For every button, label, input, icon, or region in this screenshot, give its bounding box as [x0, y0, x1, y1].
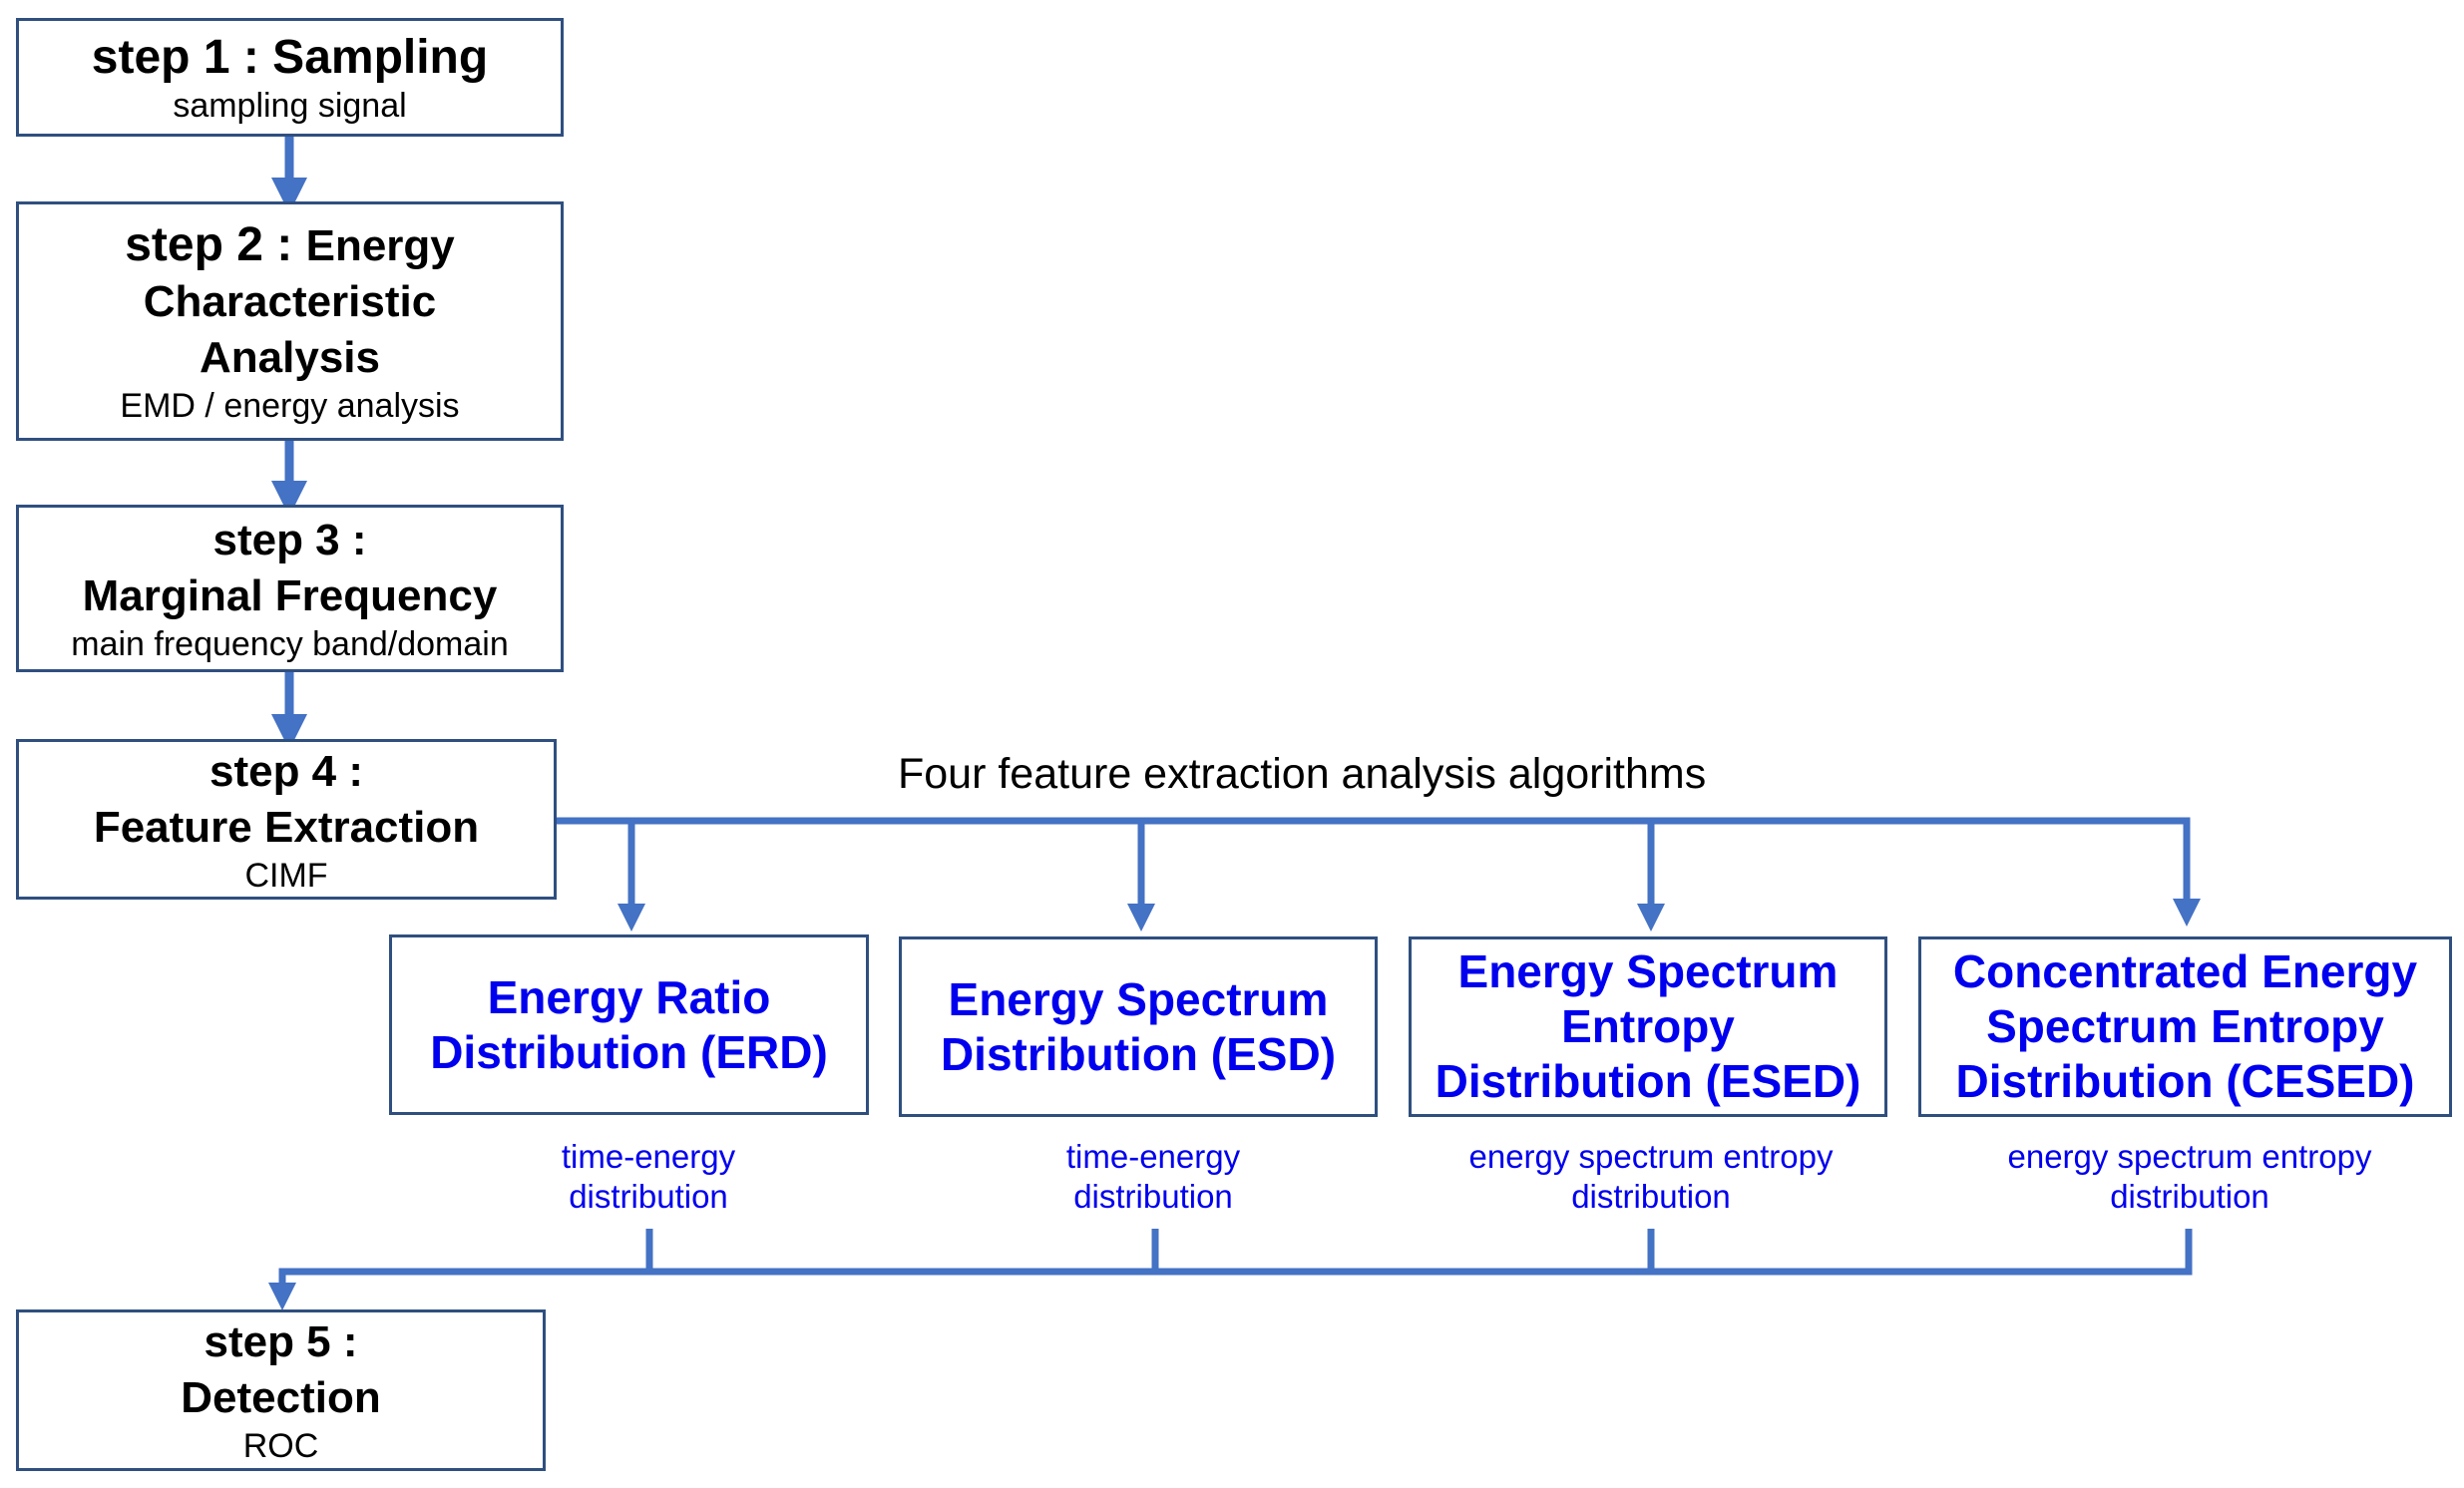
- algo-erd-title: Energy Ratio Distribution (ERD): [430, 970, 828, 1078]
- step-4-box: step 4 : Feature Extraction CIMF: [16, 739, 557, 900]
- step-4-subtitle: CIMF: [244, 856, 328, 895]
- step-1-subtitle: sampling signal: [173, 86, 407, 125]
- algo-cesed-box: Concentrated Energy Spectrum Entropy Dis…: [1918, 936, 2452, 1117]
- step-5-subtitle: ROC: [242, 1427, 319, 1465]
- step-5-title: step 5 : Detection: [181, 1317, 381, 1422]
- step-3-box: step 3 : Marginal Frequency main frequen…: [16, 505, 564, 672]
- step-2-box: step 2 : Energy Characteristic Analysis …: [16, 201, 564, 441]
- step-3-subtitle: main frequency band/domain: [71, 625, 509, 663]
- algo-erd-description: time-energy distribution: [561, 1138, 736, 1215]
- algo-esd-description: time-energy distribution: [1065, 1138, 1241, 1215]
- feature-bus-line: [556, 817, 2201, 927]
- step-5-box: step 5 : Detection ROC: [16, 1309, 546, 1471]
- step-3-title: step 3 : Marginal Frequency: [82, 516, 498, 620]
- algo-esed-description: energy spectrum entropy distribution: [1468, 1138, 1834, 1215]
- step-4-title: step 4 : Feature Extraction: [93, 746, 480, 852]
- algorithms-banner: Four feature extraction analysis algorit…: [898, 750, 1707, 798]
- collect-bus-line: [268, 1229, 2193, 1310]
- step-2-subtitle: EMD / energy analysis: [120, 386, 460, 425]
- algo-cesed-description: energy spectrum entropy distribution: [2007, 1138, 2372, 1215]
- algo-esed-box: Energy Spectrum Entropy Distribution (ES…: [1409, 936, 1887, 1117]
- step-1-box: step 1 : Sampling sampling signal: [16, 18, 564, 137]
- algo-cesed-title: Concentrated Energy Spectrum Entropy Dis…: [1952, 945, 2418, 1107]
- algo-erd-box: Energy Ratio Distribution (ERD): [389, 934, 869, 1115]
- step-1-title: step 1 : Sampling: [91, 30, 489, 84]
- algo-esd-box: Energy Spectrum Distribution (ESD): [899, 936, 1378, 1117]
- algo-esd-title: Energy Spectrum Distribution (ESD): [940, 972, 1337, 1080]
- algo-esed-title: Energy Spectrum Entropy Distribution (ES…: [1435, 945, 1861, 1107]
- step-2-title: step 2 : Energy Characteristic Analysis: [125, 217, 455, 382]
